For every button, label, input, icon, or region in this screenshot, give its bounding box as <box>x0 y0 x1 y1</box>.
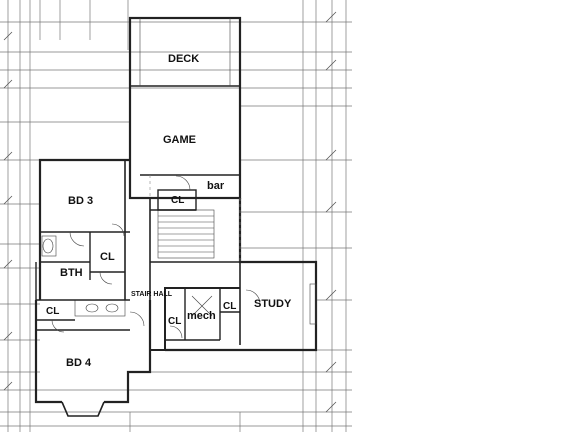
room-label-bd3: BD 3 <box>68 195 93 207</box>
room-label-game: GAME <box>163 134 196 146</box>
room-label-cl-bd4: CL <box>46 306 59 317</box>
room-label-cl-hall: CL <box>168 316 181 327</box>
room-label-deck: DECK <box>168 53 199 65</box>
room-label-bar: bar <box>207 180 225 192</box>
room-label-cl-bar: CL <box>171 195 184 206</box>
room-label-cl-bd3: CL <box>100 251 115 263</box>
room-label-bd4: BD 4 <box>66 357 92 369</box>
room-label-stair-hall: STAIR HALL <box>131 291 173 298</box>
room-label-cl-study: CL <box>223 301 236 312</box>
room-label-mech: mech <box>187 310 216 322</box>
dimension-lines <box>0 0 352 432</box>
walls <box>34 16 318 417</box>
room-label-bth: BTH <box>60 267 83 279</box>
room-labels: DECK GAME bar CL BD 3 CL BTH STAIR HALL … <box>46 53 292 369</box>
room-label-study: STUDY <box>254 298 292 310</box>
